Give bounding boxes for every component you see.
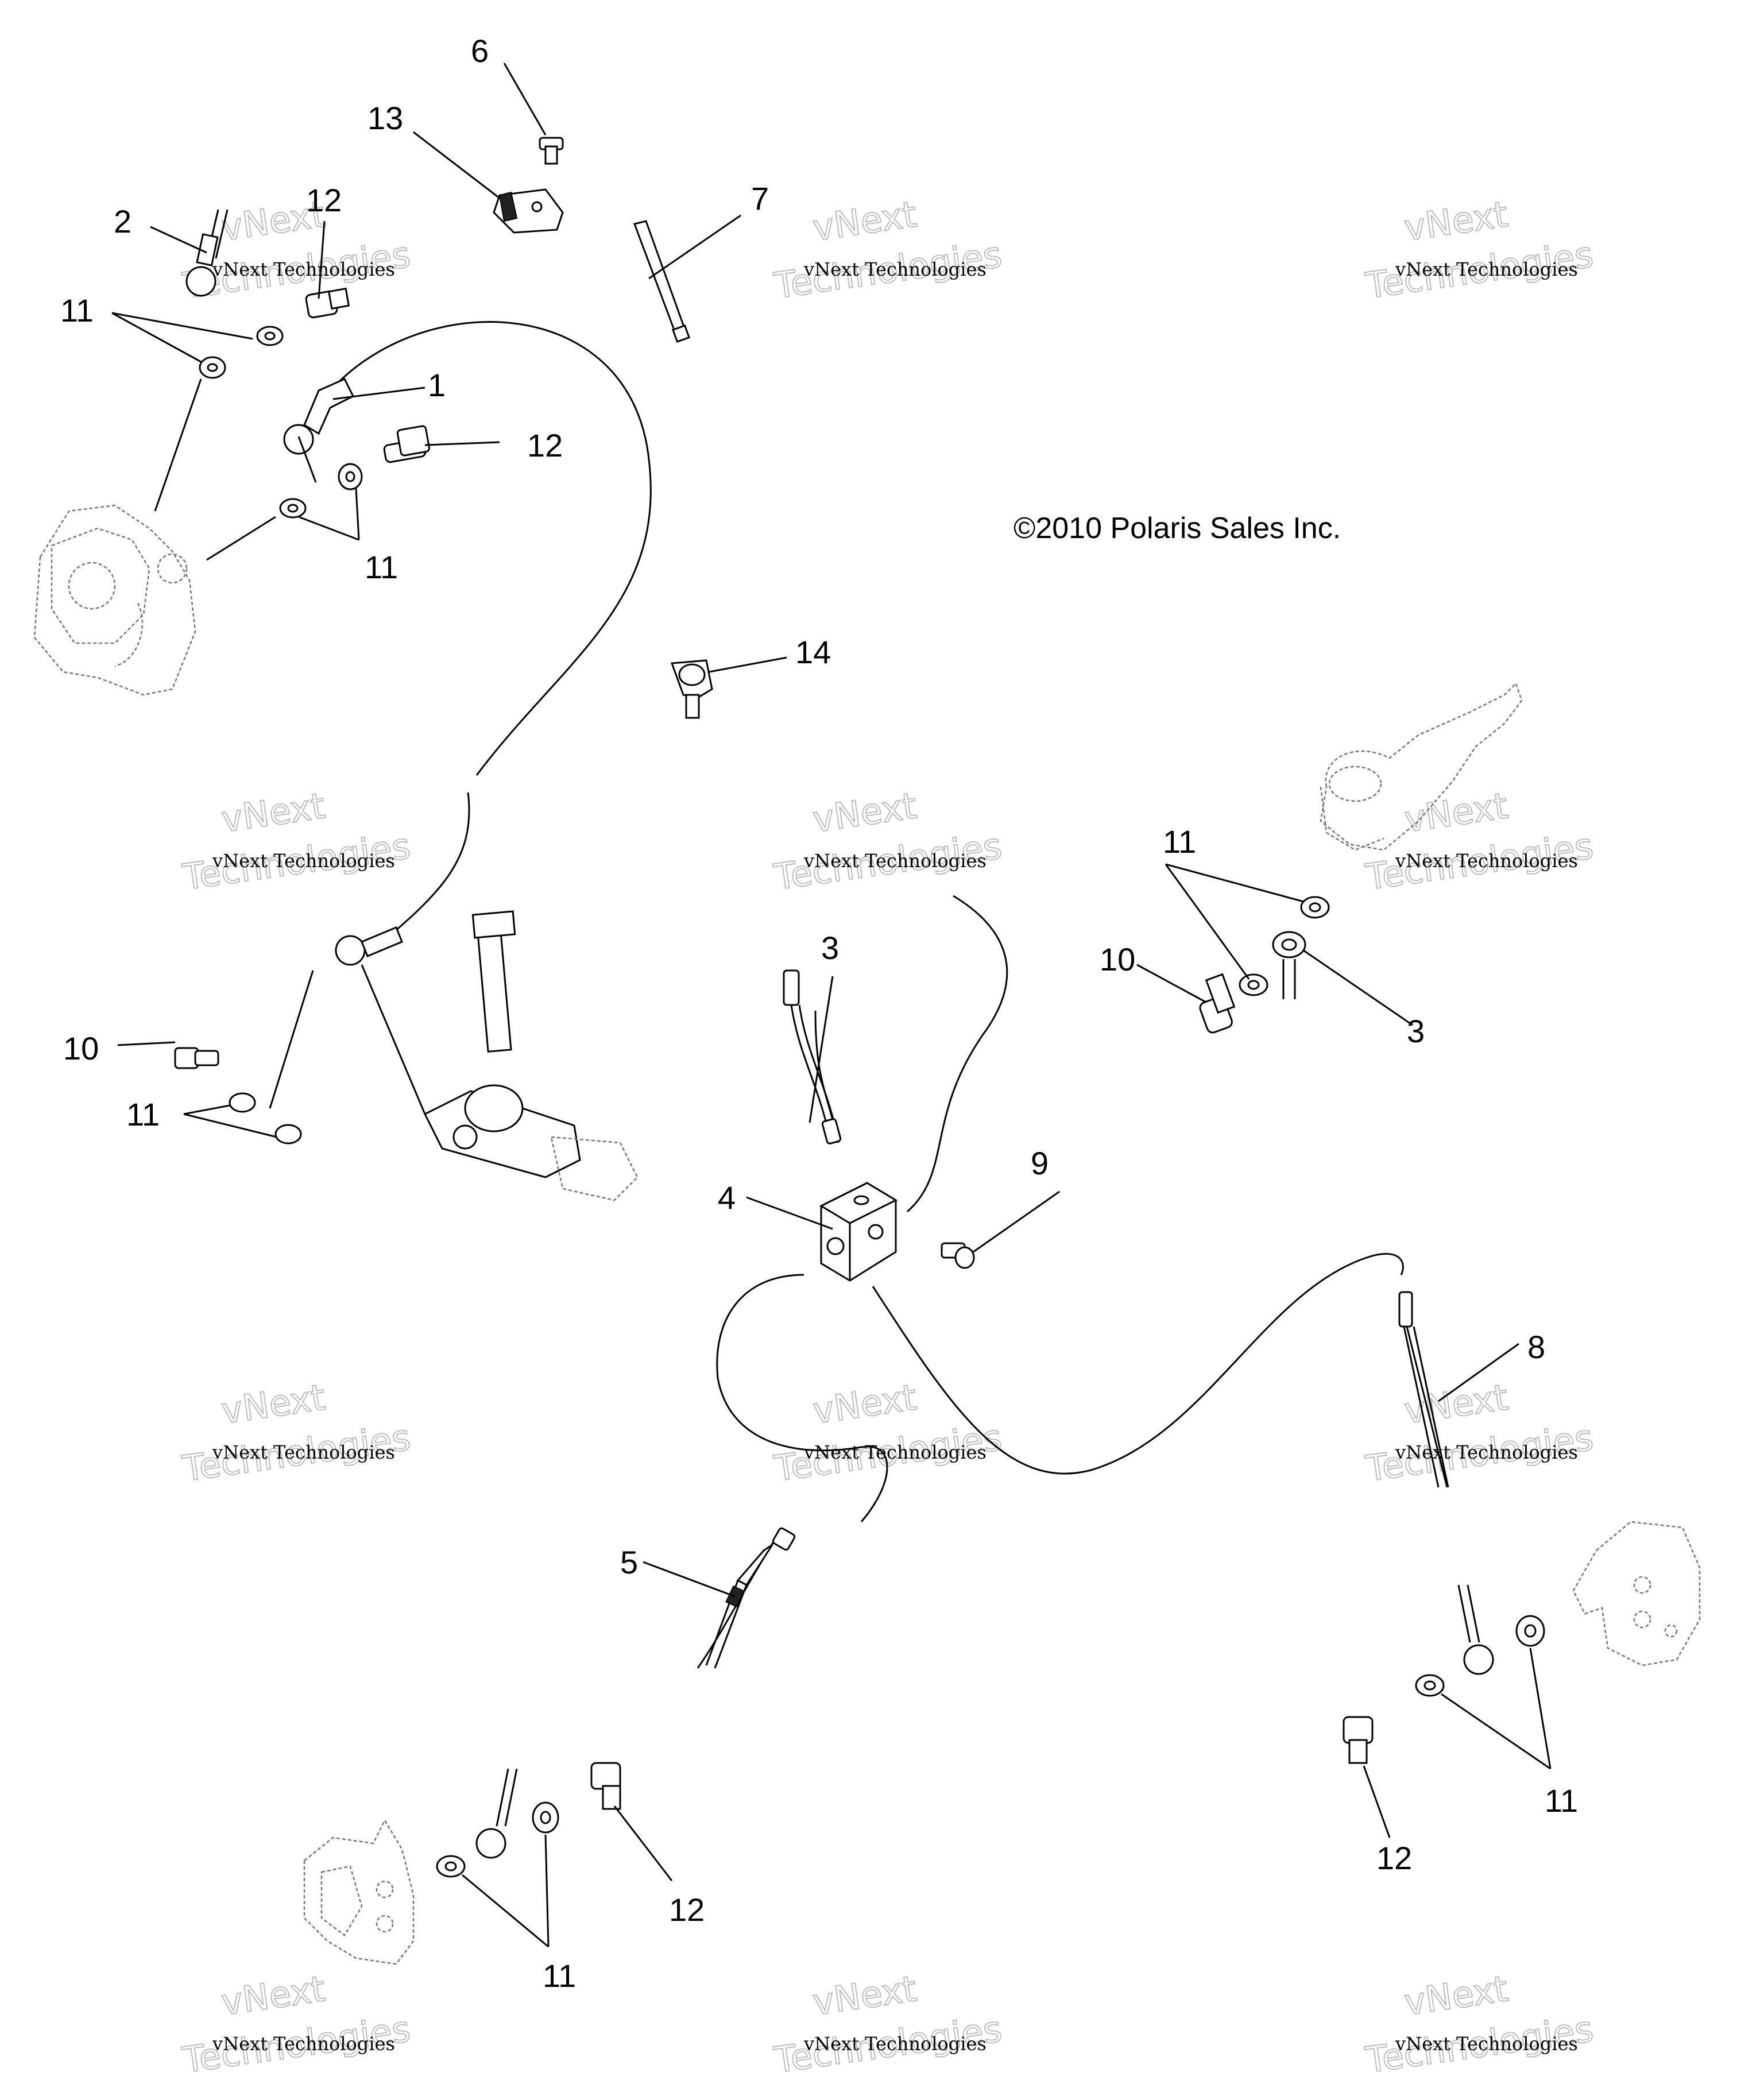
- rear-right-caliper: [1572, 1521, 1701, 1666]
- callout-8: 8: [1527, 1329, 1545, 1365]
- bolt-12-mid: [383, 425, 430, 463]
- callout-12b: 12: [527, 427, 563, 463]
- watermark: vNext Technologies vNext Technologies: [179, 784, 413, 899]
- callout-14: 14: [795, 634, 831, 670]
- svg-text:vNext: vNext: [1402, 1376, 1511, 1432]
- callout-12d: 12: [669, 1892, 705, 1928]
- washers-11-upper: [199, 326, 363, 519]
- watermark: vNext Technologies vNext Technologies: [771, 1375, 1005, 1490]
- bolt-12-top: [305, 287, 350, 319]
- rear-left-caliper: [303, 1819, 415, 1965]
- callout-5: 5: [620, 1544, 638, 1580]
- callouts: 6 13 7 2 12 11 1 12 11 14 10 11 3 4 9 11…: [60, 33, 1578, 1994]
- tie-strap-7: [633, 220, 691, 343]
- watermark: vNext Technologies vNext Technologies: [1362, 192, 1596, 307]
- banjo-fitting-master: [335, 926, 403, 966]
- callout-3a: 3: [821, 930, 839, 966]
- clamp-14: [670, 659, 713, 719]
- bolt-10-right: [1199, 973, 1236, 1034]
- callout-3b: 3: [1407, 1013, 1425, 1049]
- master-cylinder-line: [376, 792, 470, 949]
- hose-1-fitting: [283, 378, 355, 455]
- screw-9: [941, 1242, 975, 1269]
- callout-11a: 11: [60, 292, 94, 328]
- copyright-notice: ©2010 Polaris Sales Inc.: [1013, 512, 1341, 545]
- clip-13: [493, 188, 564, 234]
- callout-12a: 12: [306, 182, 342, 218]
- watermark: vNext Technologies vNext Technologies: [1362, 1967, 1596, 2082]
- svg-text:vNext: vNext: [810, 1376, 919, 1432]
- hose-3-center: [783, 969, 842, 1144]
- bolt-12-right: [1343, 1716, 1374, 1764]
- leader-lines: [111, 63, 1552, 1948]
- callout-12c: 12: [1376, 1840, 1412, 1876]
- svg-text:vNext Technologies: vNext Technologies: [1395, 258, 1578, 280]
- svg-text:vNext Technologies: vNext Technologies: [212, 1441, 395, 1463]
- bolt-10-left: [174, 1047, 219, 1069]
- svg-text:vNext Technologies: vNext Technologies: [803, 1441, 987, 1463]
- handlebar-master-cylinder: [1320, 682, 1523, 851]
- svg-text:vNext: vNext: [1402, 193, 1511, 249]
- hose-2: [185, 209, 229, 297]
- svg-text:vNext Technologies: vNext Technologies: [212, 258, 395, 280]
- front-left-caliper: [33, 504, 196, 696]
- front-right-line: [872, 1253, 1404, 1475]
- callout-4: 4: [718, 1180, 736, 1216]
- hose-8: [1398, 1291, 1449, 1488]
- banjo-fitting-rear-left: [475, 1768, 518, 1859]
- svg-text:vNext Technologies: vNext Technologies: [212, 2033, 395, 2055]
- watermark: vNext Technologies vNext Technologies: [771, 192, 1005, 307]
- callout-6: 6: [471, 33, 489, 69]
- callout-11b: 11: [365, 549, 398, 585]
- brake-lines: [338, 321, 1448, 1669]
- callout-9: 9: [1031, 1145, 1049, 1181]
- callout-11e: 11: [1545, 1782, 1578, 1819]
- callout-11f: 11: [543, 1958, 576, 1994]
- master-cylinder: [423, 910, 639, 1201]
- watermark: vNext Technologies vNext Technologies: [1362, 1375, 1596, 1490]
- callout-10a: 10: [63, 1030, 99, 1066]
- rear-line-to-block: [907, 895, 1008, 1213]
- svg-text:vNext Technologies: vNext Technologies: [1395, 1441, 1578, 1463]
- callout-10b: 10: [1100, 941, 1135, 977]
- svg-text:vNext: vNext: [219, 784, 328, 840]
- svg-text:vNext Technologies: vNext Technologies: [803, 850, 987, 872]
- line-8: [1406, 1326, 1448, 1488]
- svg-text:vNext: vNext: [810, 784, 919, 840]
- svg-text:vNext: vNext: [219, 1376, 328, 1432]
- svg-text:vNext Technologies: vNext Technologies: [212, 850, 395, 872]
- watermark: vNext Technologies vNext Technologies: [1362, 784, 1596, 899]
- svg-text:vNext Technologies: vNext Technologies: [1395, 850, 1578, 872]
- front-left-brake-line: [338, 321, 652, 776]
- watermark: vNext Technologies vNext Technologies: [771, 784, 1005, 899]
- svg-text:vNext: vNext: [810, 1967, 919, 2023]
- svg-text:vNext Technologies: vNext Technologies: [803, 2033, 987, 2055]
- svg-text:vNext: vNext: [1402, 1967, 1511, 2023]
- svg-text:vNext Technologies: vNext Technologies: [803, 258, 987, 280]
- watermark: vNext Technologies vNext Technologies: [179, 1967, 413, 2082]
- washer-11e: [229, 1092, 256, 1113]
- screw-6: [539, 137, 564, 165]
- svg-text:vNext: vNext: [810, 193, 919, 249]
- callout-2: 2: [114, 203, 131, 239]
- washer-11f: [274, 1124, 302, 1144]
- callout-7: 7: [751, 180, 769, 216]
- callout-1: 1: [428, 367, 446, 403]
- svg-text:vNext: vNext: [1402, 784, 1511, 840]
- watermark-grid: vNext Technologies vNext Technologies vN…: [179, 192, 1596, 2082]
- callout-11d: 11: [1163, 823, 1196, 860]
- callout-13: 13: [368, 100, 403, 136]
- distribution-block-4: [819, 1182, 898, 1282]
- banjo-fitting-rear-right: [1457, 1584, 1494, 1675]
- loop-line: [716, 1274, 888, 1522]
- svg-text:vNext Technologies: vNext Technologies: [1395, 2033, 1578, 2055]
- hose-5: [705, 1527, 796, 1669]
- watermark: vNext Technologies vNext Technologies: [771, 1967, 1005, 2082]
- watermark: vNext Technologies vNext Technologies: [179, 1375, 413, 1490]
- banjo-fitting-3-right: [1272, 931, 1306, 999]
- svg-text:vNext: vNext: [219, 1967, 328, 2023]
- callout-11c: 11: [126, 1096, 160, 1132]
- bolt-12-bottom: [590, 1762, 621, 1810]
